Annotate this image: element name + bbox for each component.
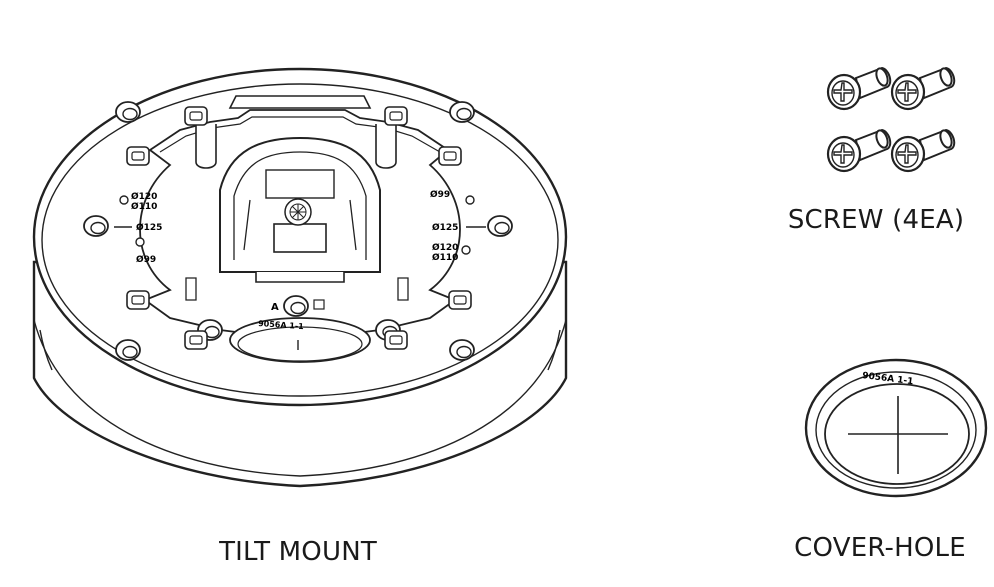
screw-set-drawing	[826, 65, 956, 173]
tilt-mount-drawing: Ø120 Ø110 Ø125 Ø99 Ø99 Ø125 Ø120 Ø110 90…	[32, 67, 568, 488]
screw-label: SCREW (4EA)	[787, 205, 965, 235]
diameter-mark-99-left: Ø99	[136, 254, 156, 265]
diameter-mark-125-left: Ø125	[136, 222, 162, 233]
tilt-mount-label: TILT MOUNT	[219, 537, 377, 567]
mount-letter-a: A	[271, 302, 279, 313]
diameter-mark-120-right: Ø120	[432, 242, 458, 253]
cover-hole-label: COVER-HOLE	[794, 533, 966, 563]
screw-4	[890, 127, 956, 173]
diameter-mark-99-right: Ø99	[430, 189, 450, 200]
diameter-mark-110-left: Ø110	[131, 201, 157, 212]
diameter-mark-120-left: Ø120	[131, 191, 157, 202]
screw-1	[826, 65, 892, 111]
diameter-mark-110-right: Ø110	[432, 252, 458, 263]
screw-2	[890, 65, 956, 111]
cover-hole-drawing: 9056A 1-1	[804, 358, 988, 498]
diameter-mark-125-right: Ø125	[432, 222, 458, 233]
screw-3	[826, 127, 892, 173]
mount-part-code: 9056A 1-1	[258, 319, 305, 331]
